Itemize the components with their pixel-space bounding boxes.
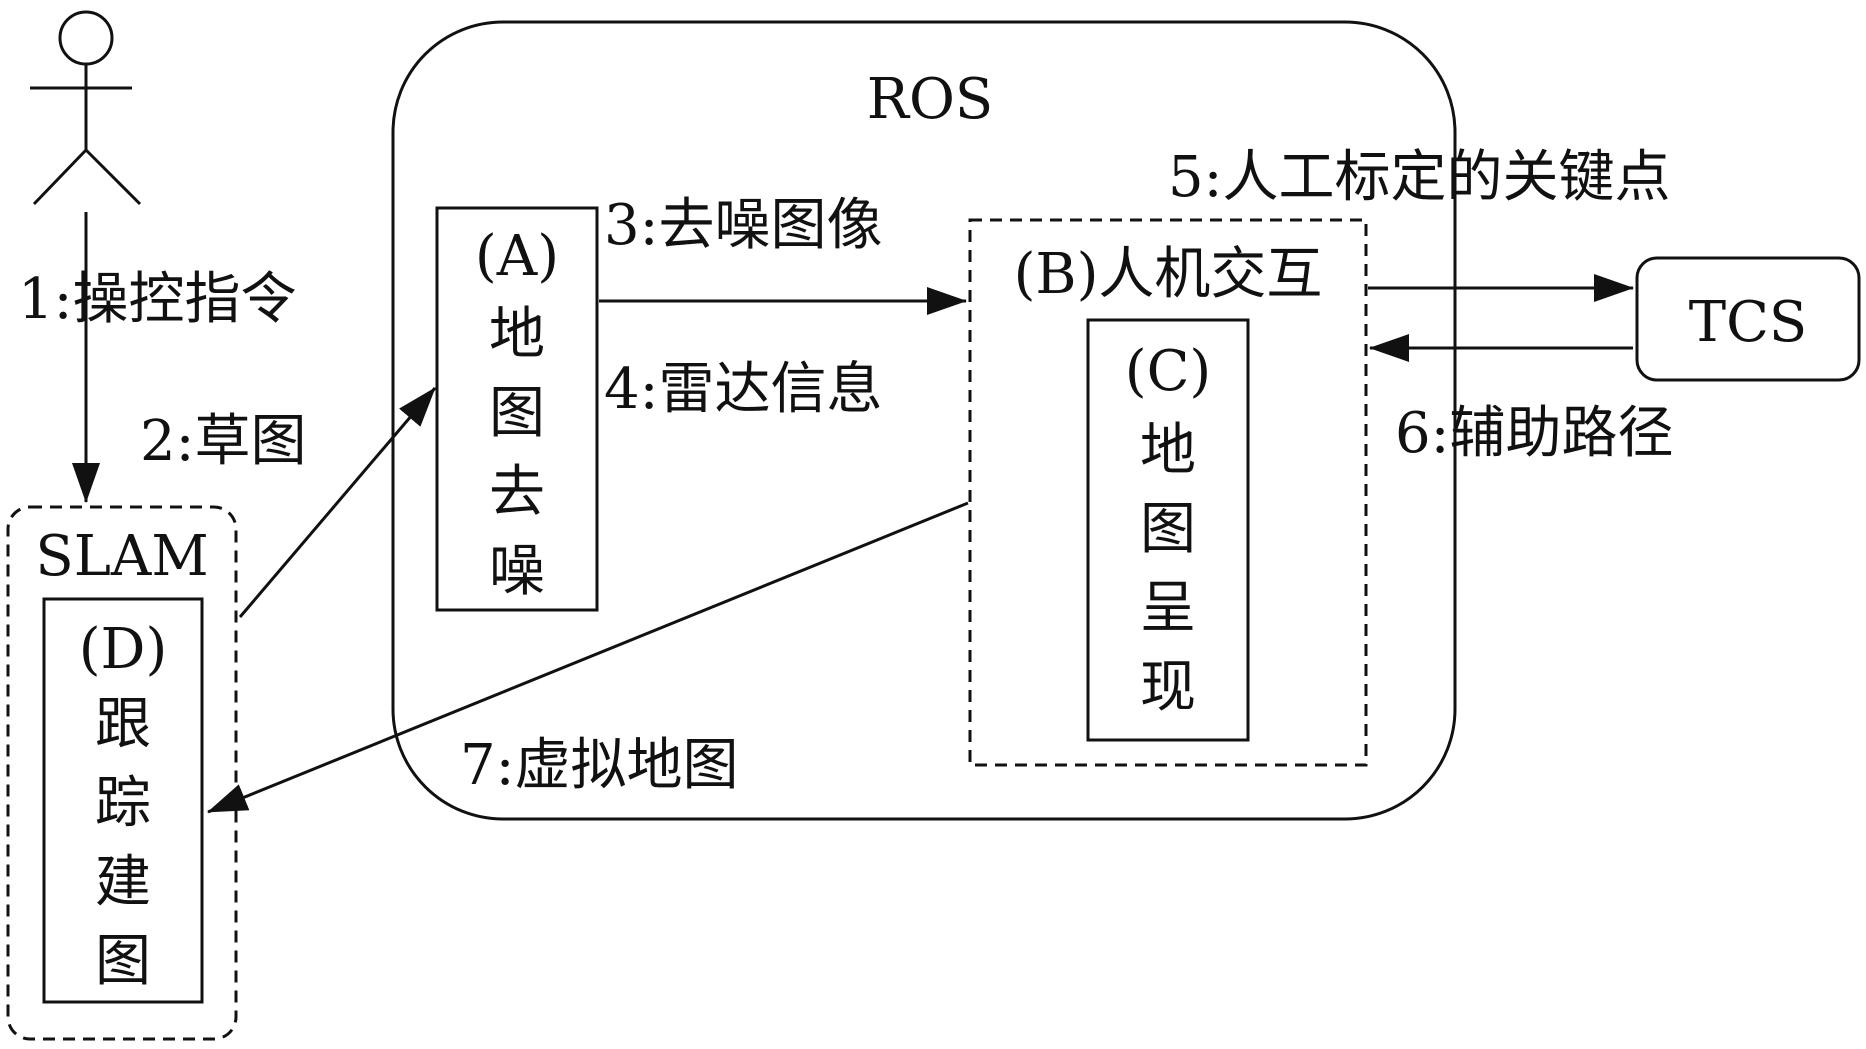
flow-2-label: 2:草图 xyxy=(140,409,307,474)
module-b-box xyxy=(968,218,1368,767)
module-c-char-3: 呈 xyxy=(1140,576,1196,641)
module-c-box xyxy=(1086,318,1250,742)
module-d-id: (D) xyxy=(79,617,168,682)
module-c-id: (C) xyxy=(1125,339,1212,404)
module-a-id: (A) xyxy=(475,224,559,289)
slam-label: SLAM xyxy=(35,524,208,589)
module-a-char-3: 去 xyxy=(489,460,545,525)
stick-figure-user-icon xyxy=(30,10,142,206)
module-d-char-4: 图 xyxy=(95,929,151,994)
module-d-char-2: 踪 xyxy=(95,771,151,836)
module-c-char-4: 现 xyxy=(1140,655,1196,720)
ros-container xyxy=(391,20,1457,821)
module-a-box xyxy=(435,206,599,612)
flow-7-arrow xyxy=(207,501,969,814)
slam-container xyxy=(6,505,238,1041)
ros-label: ROS xyxy=(867,67,993,132)
flow-3-label: 3:去噪图像 xyxy=(604,193,883,258)
flow-6-label: 6:辅助路径 xyxy=(1395,401,1674,466)
module-d-char-1: 跟 xyxy=(95,692,151,757)
module-c-char-1: 地 xyxy=(1140,418,1196,483)
flow-5-label: 5:人工标定的关键点 xyxy=(1168,145,1671,210)
module-a-char-1: 地 xyxy=(489,302,545,367)
module-a-char-4: 噪 xyxy=(489,539,545,604)
module-a-char-2: 图 xyxy=(489,381,545,446)
flow-7-label: 7:虚拟地图 xyxy=(460,733,739,798)
module-c-char-2: 图 xyxy=(1140,497,1196,562)
module-d-char-3: 建 xyxy=(95,850,151,915)
flow-2-arrow xyxy=(238,387,437,618)
module-d-box xyxy=(42,597,204,1004)
flow-1-label: 1:操控指令 xyxy=(18,267,297,332)
tcs-label: TCS xyxy=(1689,290,1808,355)
module-b-label: (B)人机交互 xyxy=(1014,242,1323,307)
tcs-box xyxy=(1635,256,1861,382)
flow-4-label: 4:雷达信息 xyxy=(604,357,883,422)
